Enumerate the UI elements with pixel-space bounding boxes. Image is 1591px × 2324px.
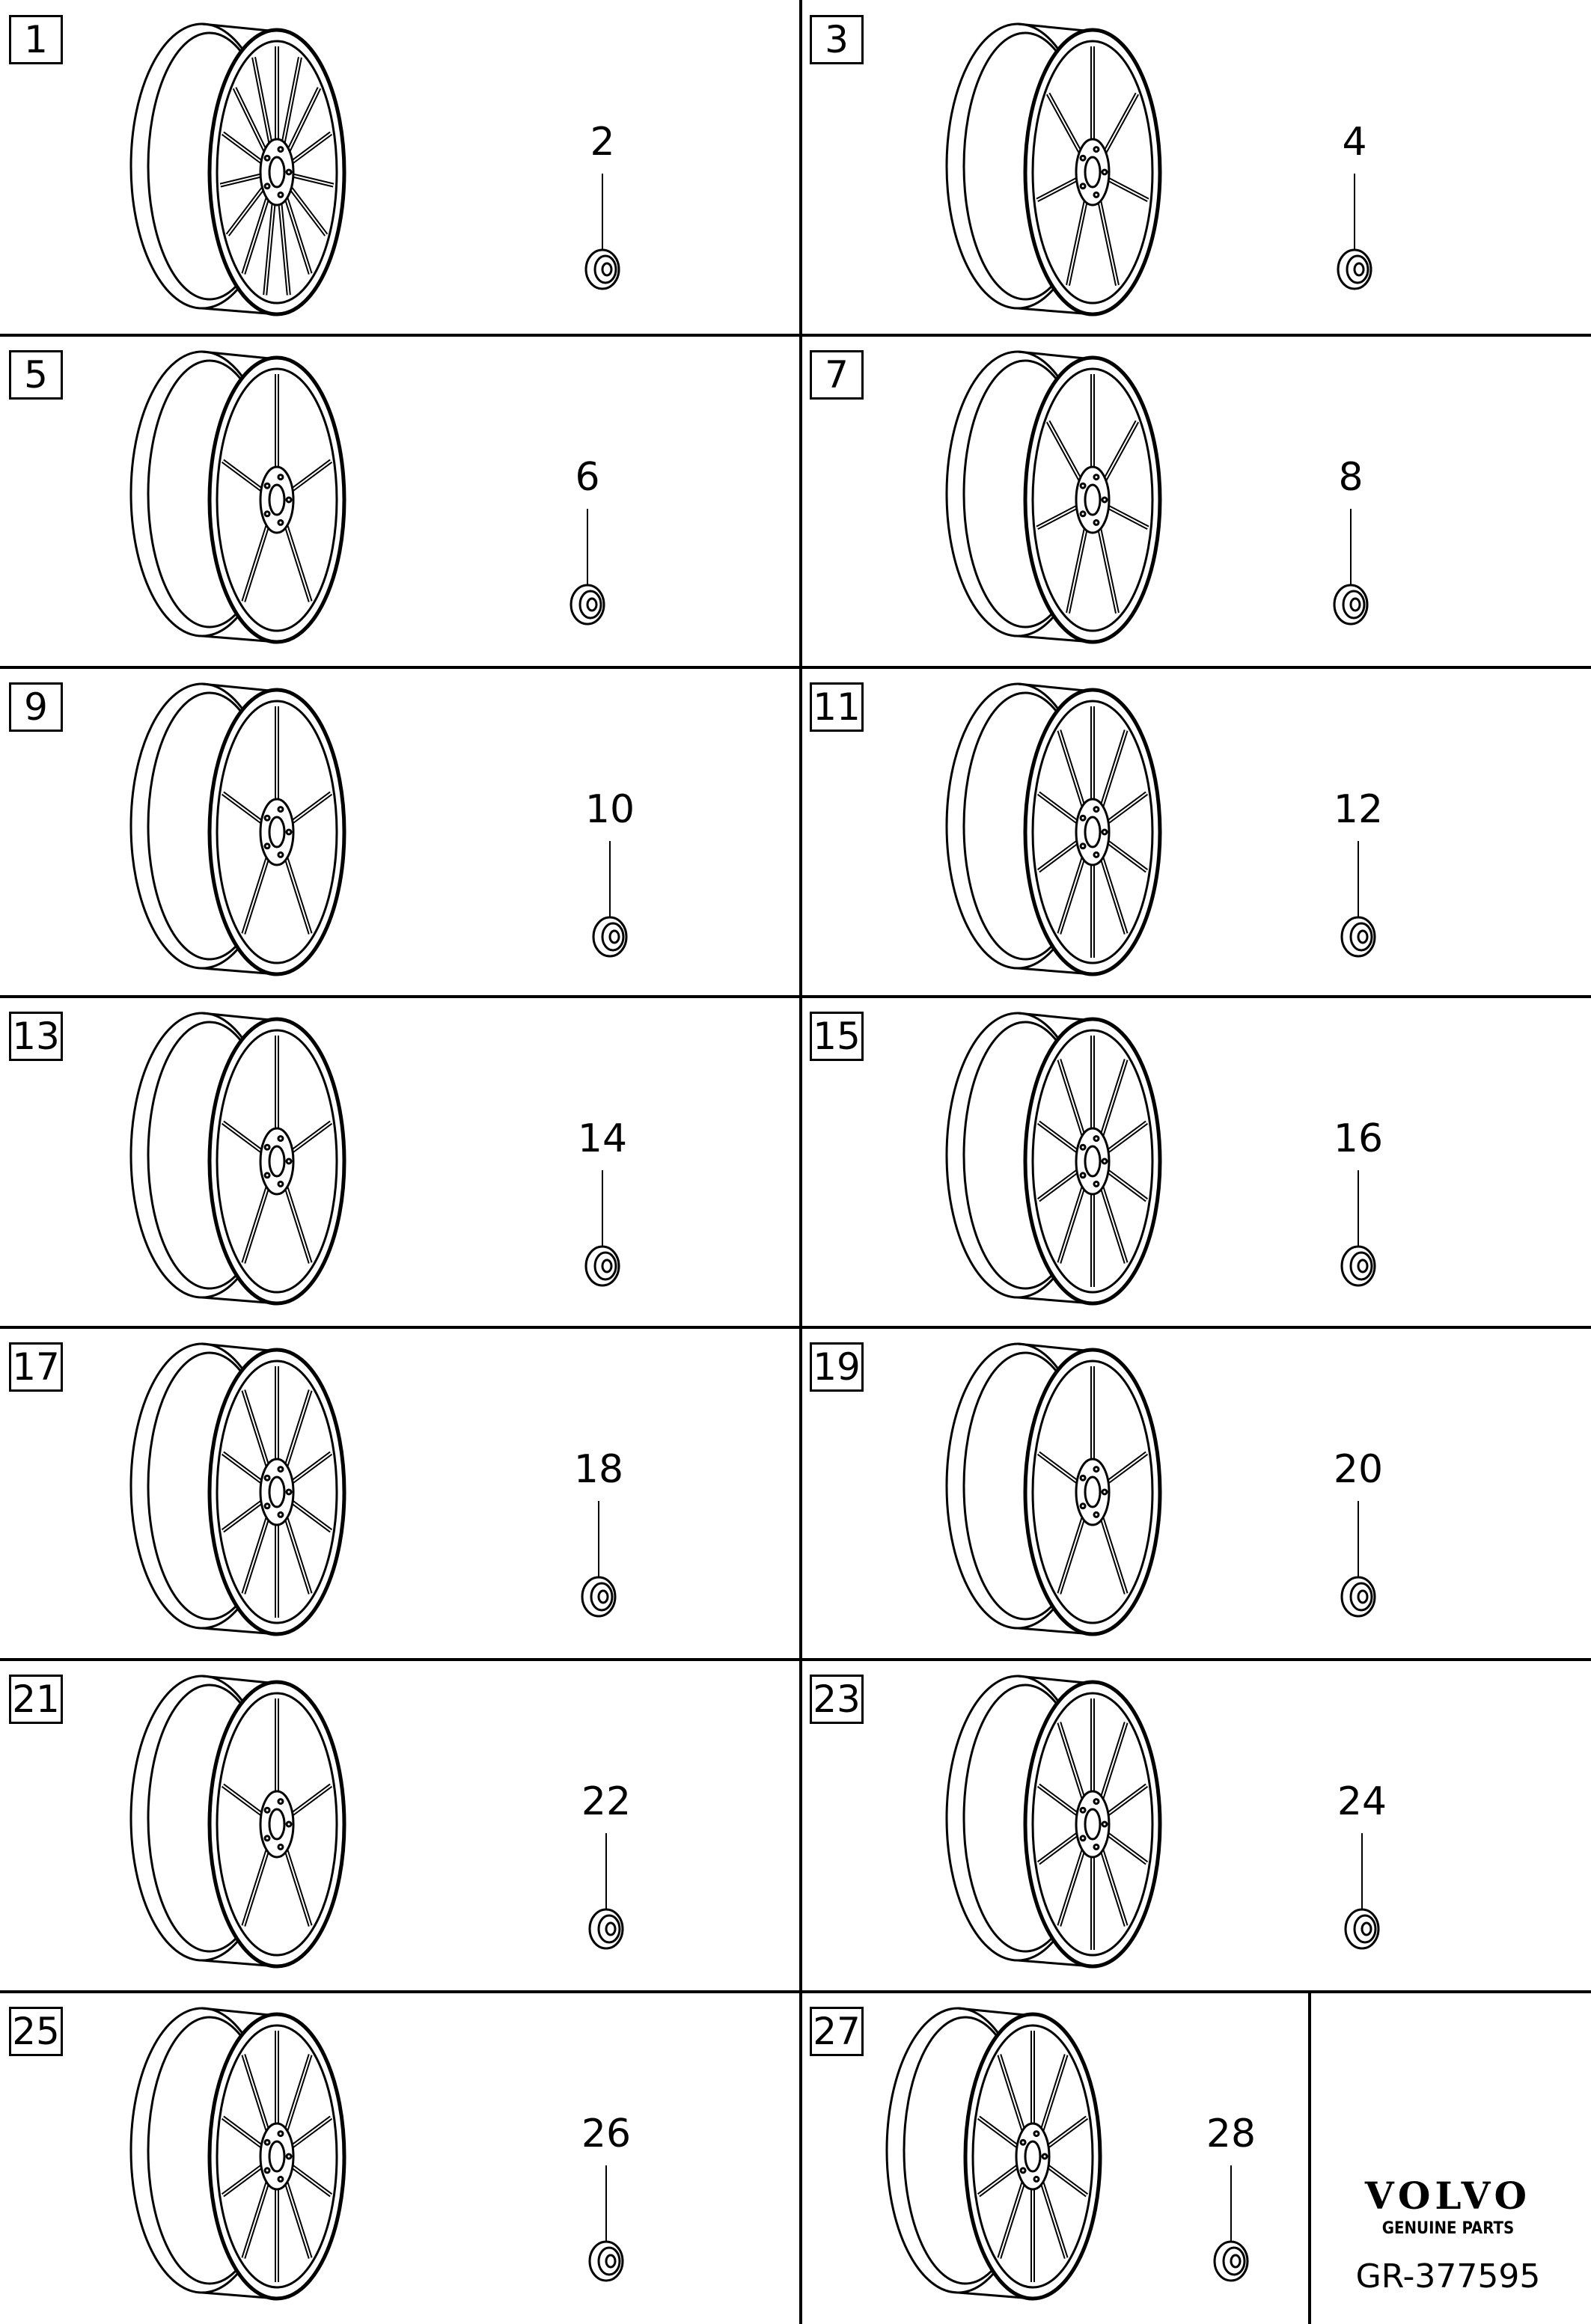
alloy-wheel-drawing <box>945 1342 1162 1636</box>
center-cap-drawing <box>1340 1501 1376 1618</box>
center-cap-number: 18 <box>573 1447 624 1492</box>
center-cap-drawing <box>1344 1833 1380 1950</box>
center-cap-drawing <box>1337 174 1372 290</box>
center-cap-number: 6 <box>575 455 600 500</box>
wheel-number-box: 23 <box>810 1675 864 1724</box>
alloy-wheel-drawing <box>945 1012 1162 1306</box>
volvo-logo: VOLVO GENUINE PARTS GR-377595 <box>1310 2177 1587 2296</box>
center-cap-drawing <box>569 509 605 626</box>
center-cap-number: 12 <box>1333 787 1384 832</box>
wheel-number-box: 13 <box>9 1012 63 1061</box>
wheel-number-box: 11 <box>810 682 864 732</box>
center-cap-drawing <box>1333 509 1369 626</box>
center-cap-number: 14 <box>577 1116 628 1161</box>
brand-name: VOLVO <box>1364 2174 1532 2218</box>
center-cap-number: 22 <box>581 1779 632 1824</box>
alloy-wheel-drawing <box>129 1342 346 1636</box>
center-cap-number: 28 <box>1206 2112 1256 2156</box>
wheel-number-box: 9 <box>9 682 63 732</box>
alloy-wheel-drawing <box>129 1012 346 1306</box>
center-cap-drawing <box>588 1833 624 1950</box>
alloy-wheel-drawing <box>945 1675 1162 1969</box>
wheel-number-box: 27 <box>810 2007 864 2056</box>
center-cap-drawing <box>1340 1170 1376 1287</box>
alloy-wheel-drawing <box>945 350 1162 644</box>
center-cap-number: 16 <box>1333 1116 1384 1161</box>
center-cap-number: 26 <box>581 2112 632 2156</box>
wheel-number-box: 7 <box>810 350 864 400</box>
wheel-number-box: 5 <box>9 350 63 400</box>
alloy-wheel-drawing <box>945 22 1162 317</box>
wheel-number-box: 3 <box>810 15 864 64</box>
center-cap-number: 2 <box>590 120 615 165</box>
center-cap-number: 8 <box>1338 455 1364 500</box>
center-cap-number: 4 <box>1342 120 1367 165</box>
wheel-number-box: 17 <box>9 1342 63 1392</box>
center-cap-drawing <box>1213 2165 1249 2282</box>
wheel-number-box: 25 <box>9 2007 63 2056</box>
center-cap-number: 20 <box>1333 1447 1384 1492</box>
brand-subtitle: GENUINE PARTS <box>1381 2219 1515 2238</box>
alloy-wheel-drawing <box>129 1675 346 1969</box>
alloy-wheel-drawing <box>945 682 1162 976</box>
center-cap-drawing <box>584 1170 620 1287</box>
alloy-wheel-drawing <box>129 350 346 644</box>
wheel-number-box: 1 <box>9 15 63 64</box>
wheel-number-box: 15 <box>810 1012 864 1061</box>
center-cap-drawing <box>584 174 620 290</box>
alloy-wheel-drawing <box>885 2007 1102 2301</box>
center-cap-number: 10 <box>584 787 635 832</box>
center-cap-drawing <box>592 841 628 958</box>
center-cap-drawing <box>588 2165 624 2282</box>
diagram-reference: GR-377595 <box>1355 2257 1541 2296</box>
alloy-wheel-drawing <box>129 682 346 976</box>
center-cap-drawing <box>581 1501 617 1618</box>
alloy-wheel-drawing <box>129 22 346 317</box>
wheel-number-box: 19 <box>810 1342 864 1392</box>
alloy-wheel-drawing <box>129 2007 346 2301</box>
center-cap-drawing <box>1340 841 1376 958</box>
wheel-number-box: 21 <box>9 1675 63 1724</box>
center-cap-number: 24 <box>1337 1779 1387 1824</box>
